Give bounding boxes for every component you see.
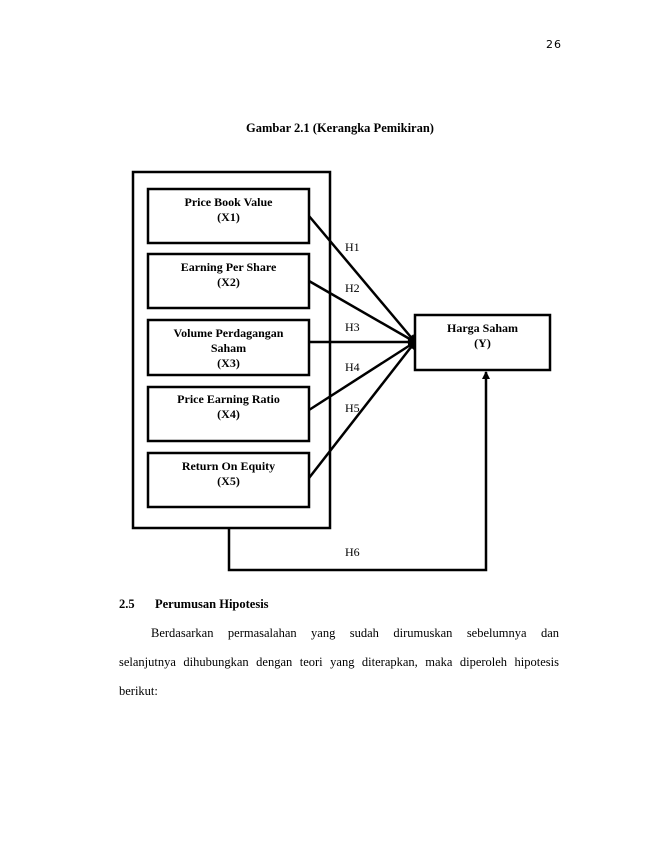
hypothesis-label-h2: H2 <box>345 281 360 295</box>
independent-variables-group <box>131 170 332 530</box>
hypothesis-label-h1: H1 <box>345 240 360 254</box>
dependent-variable-label: Harga Saham (Y) <box>446 321 518 350</box>
section-title: Perumusan Hipotesis <box>155 597 269 611</box>
arrow-h4 <box>308 340 416 412</box>
figure-caption: Gambar 2.1 (Kerangka Pemikiran) <box>246 121 434 135</box>
paragraph-line-3: berikut: <box>119 684 158 698</box>
variable-label-x1: Price Book Value (X1) <box>184 195 273 224</box>
variable-box-x4 <box>146 385 311 443</box>
page-number: 26 <box>546 38 562 51</box>
hypothesis-label-h6: H6 <box>345 545 360 559</box>
variable-label-x5: Return On Equity (X5) <box>181 459 276 488</box>
variable-label-x3: Volume Perdagangan Saham (X3) <box>173 326 284 370</box>
variable-label-x2: Earning Per Share (X2) <box>180 260 277 289</box>
variable-label-x4: Price Earning Ratio (X4) <box>177 392 280 421</box>
arrow-h1 <box>308 215 416 343</box>
variable-box-x3 <box>146 318 311 377</box>
section-heading: 2.5 Perumusan Hipotesis <box>119 597 269 612</box>
section-number: 2.5 <box>119 597 135 611</box>
variable-box-x5 <box>146 451 311 509</box>
hypothesis-label-h5: H5 <box>345 401 360 415</box>
paragraph-line-2: selanjutnya dihubungkan dengan teori yan… <box>119 655 559 669</box>
paragraph-line-1: Berdasarkan permasalahan yang sudah diru… <box>151 626 559 640</box>
hypothesis-label-h3: H3 <box>345 320 360 334</box>
arrow-h6 <box>227 371 490 572</box>
arrow-h5 <box>308 341 416 479</box>
hypothesis-label-h4: H4 <box>345 360 360 374</box>
arrow-h2 <box>308 279 416 344</box>
